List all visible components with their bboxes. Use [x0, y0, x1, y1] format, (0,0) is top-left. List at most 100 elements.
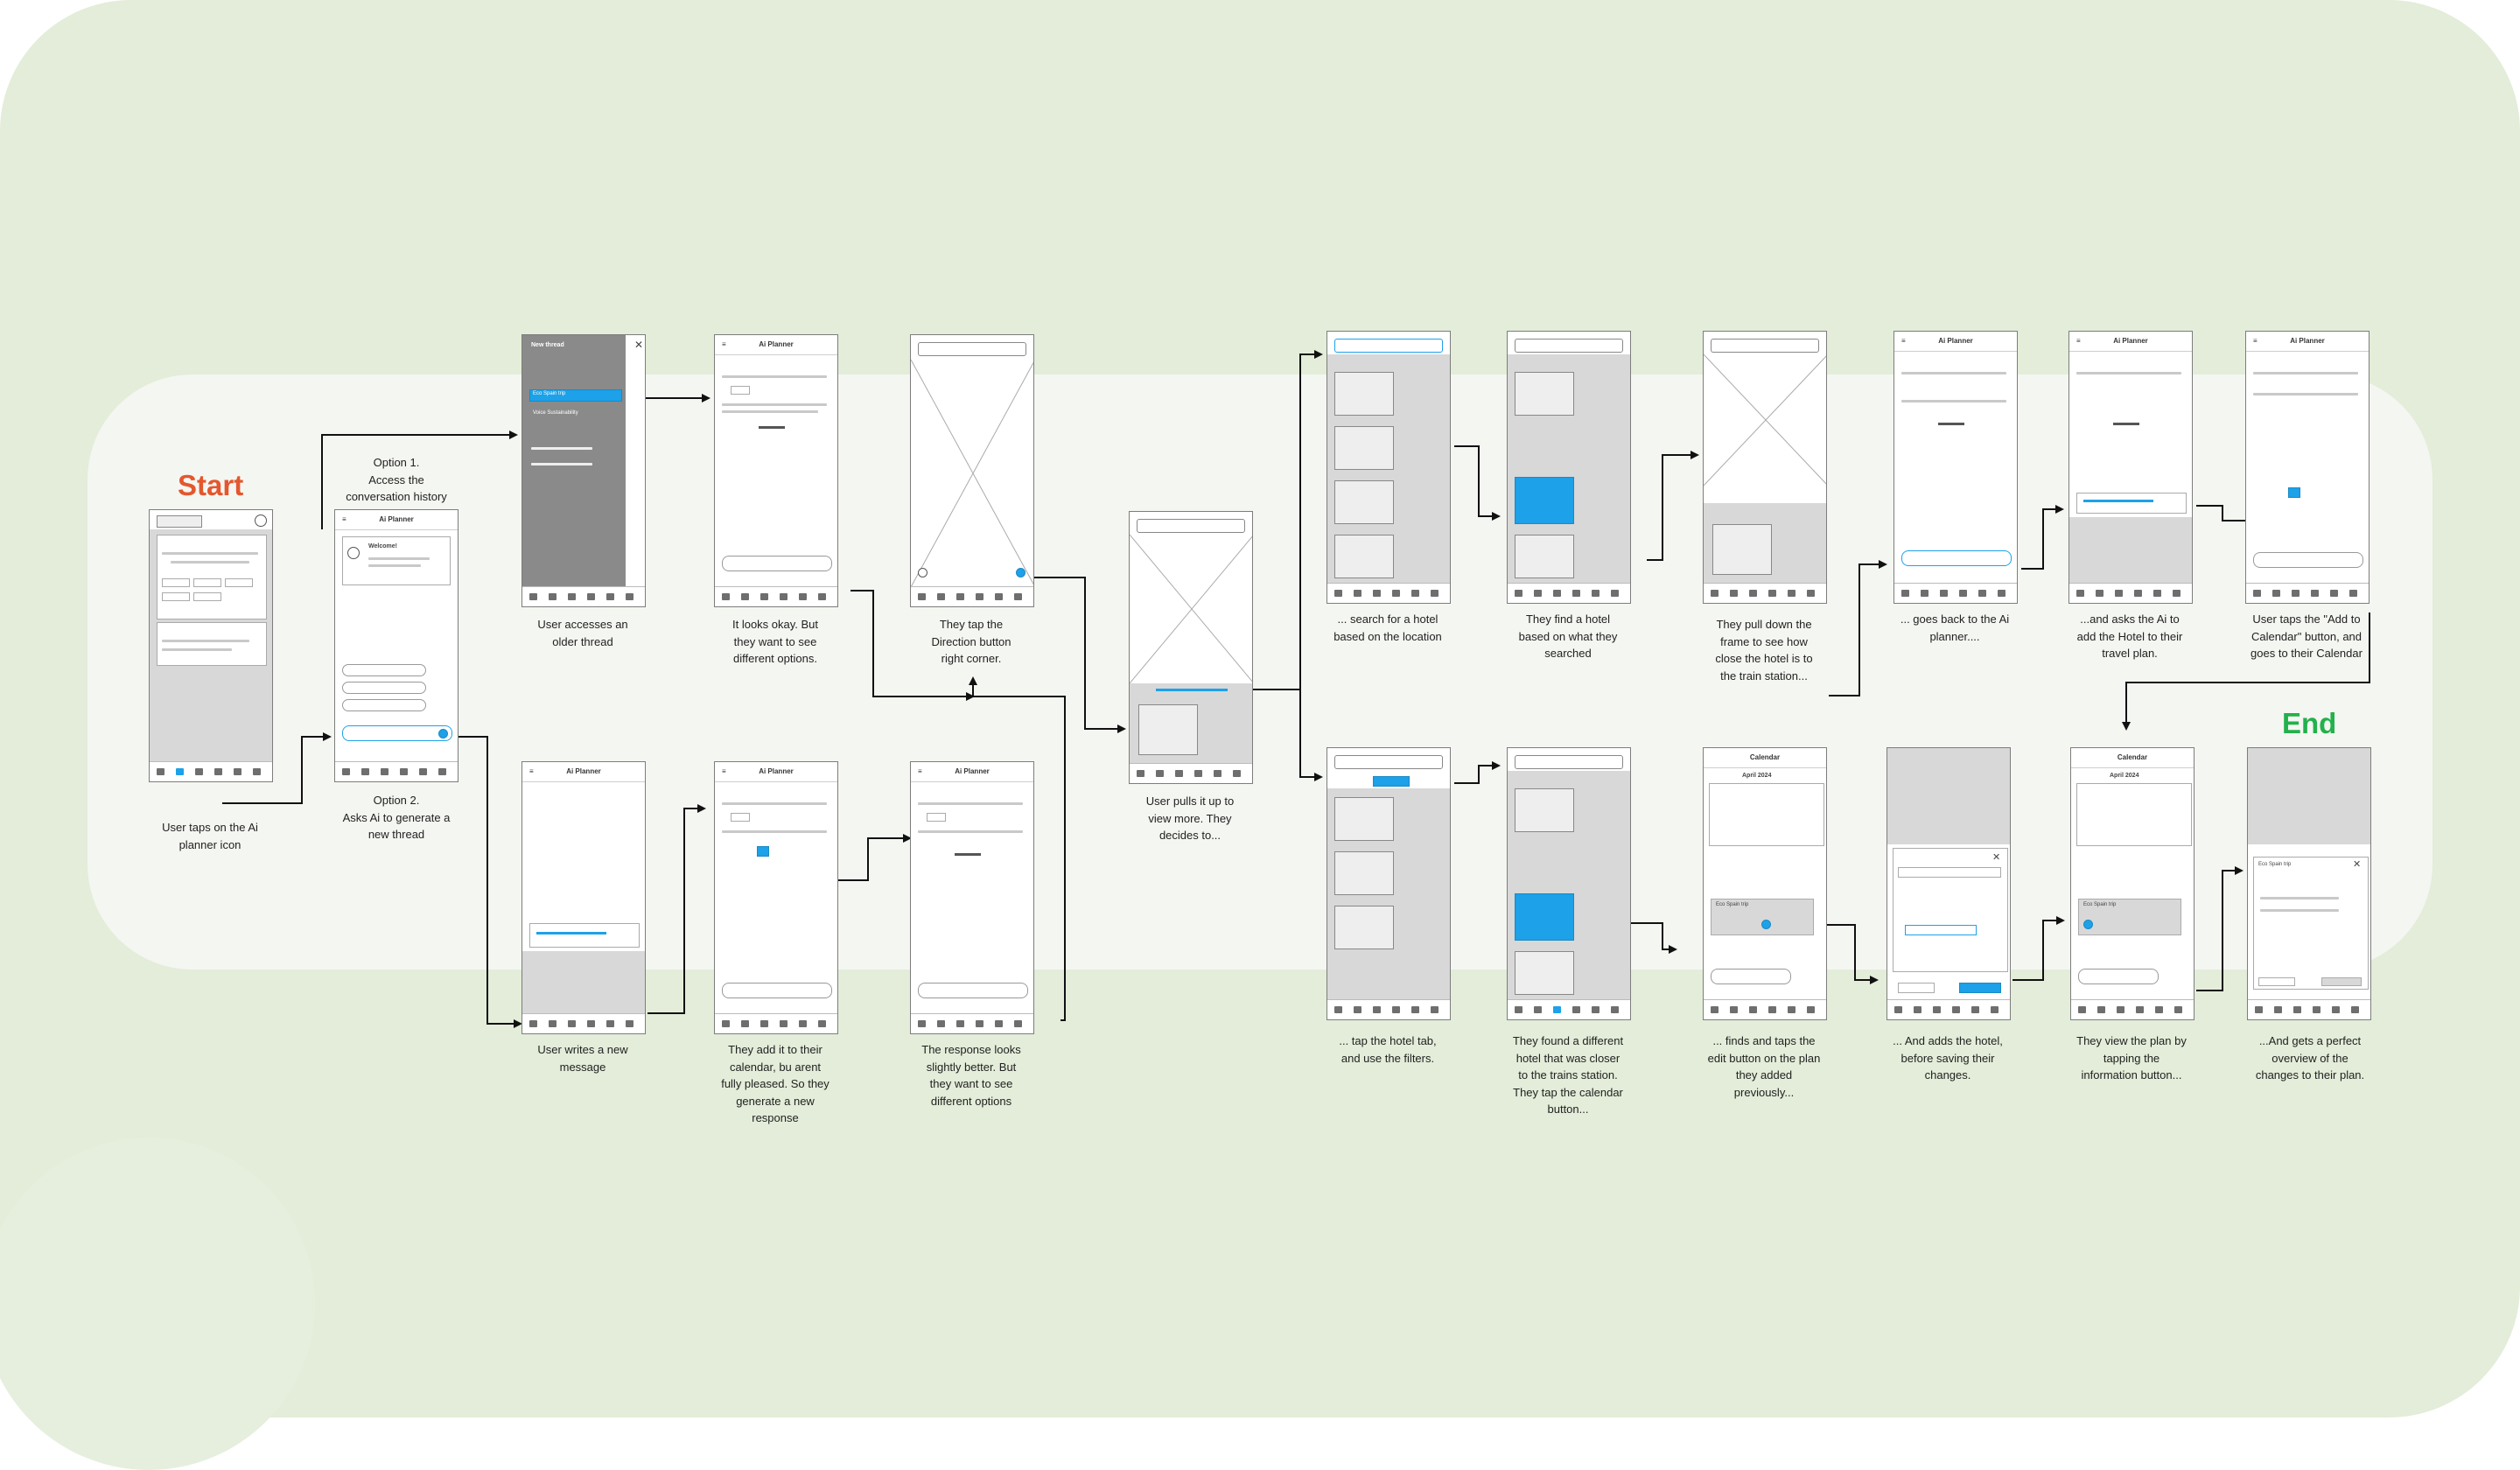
hotel-different-screen: [1507, 747, 1631, 1020]
arrow-filter-to-different: [1454, 761, 1501, 784]
calendar-icon[interactable]: [1553, 1006, 1561, 1013]
caption: They tap the Direction button right corn…: [931, 618, 1012, 665]
start-label: Start: [178, 469, 244, 501]
calendar-month: April 2024: [1742, 773, 1772, 779]
map-icon[interactable]: [253, 768, 261, 775]
thread-item[interactable]: Eco Spain trip: [533, 391, 566, 396]
arrow-pull-to-search: [1250, 350, 1323, 690]
suggestion-chip[interactable]: [342, 699, 426, 711]
list-icon[interactable]: [234, 768, 242, 775]
caption: ... finds and taps the edit button on th…: [1707, 1034, 1821, 1099]
info-icon[interactable]: [2083, 920, 2093, 929]
hotel-image: [1334, 535, 1394, 578]
caption: They find a hotel based on what they sea…: [1518, 612, 1618, 660]
caption: ...and asks the Ai to add the Hotel to t…: [2076, 612, 2183, 660]
arrow-direction-to-pull: [1032, 577, 1126, 733]
arrow-info-to-overview: [2196, 866, 2244, 991]
flow-arrows: [222, 350, 2370, 1028]
bottom-nav: [335, 761, 458, 781]
arrow-response-to-direction: [969, 676, 1066, 1021]
thread-item[interactable]: Voice Sustainability: [533, 410, 578, 416]
keyboard[interactable]: [522, 951, 645, 1016]
home-icon[interactable]: [157, 768, 164, 775]
ai-planner-add-calendar-screen: ≡Ai Planner: [2245, 331, 2370, 604]
hotel-found-screen: [1507, 331, 1631, 604]
search-input[interactable]: [1515, 755, 1623, 769]
image-placeholder: [1138, 704, 1198, 755]
logo-placeholder: [157, 515, 202, 528]
arrow-add-calendar-to-view: [2122, 612, 2370, 731]
arrow-find-to-pull-down: [1647, 451, 1699, 561]
cancel-button[interactable]: [1898, 983, 1935, 993]
home-screen: [149, 509, 273, 782]
arrow-back-to-ask: [2021, 505, 2064, 570]
keyboard[interactable]: [2069, 517, 2192, 585]
search-input[interactable]: [1137, 519, 1245, 533]
caption: User taps on the Ai planner icon: [162, 821, 258, 851]
message-input[interactable]: [722, 556, 832, 571]
caption: ... tap the hotel tab, and use the filte…: [1339, 1034, 1437, 1065]
hotel-search-screen: [1326, 331, 1451, 604]
caption: ... search for a hotel based on the loca…: [1334, 612, 1442, 643]
calendar-edit-screen: ✕: [1886, 747, 2011, 1020]
option1-label: Option 1. Access the conversation histor…: [346, 456, 447, 503]
option2-label: Option 2. Asks Ai to generate a new thre…: [342, 794, 451, 841]
selected-hotel-image[interactable]: [1515, 477, 1574, 524]
event-card[interactable]: [2078, 899, 2181, 935]
caption: ...And gets a perfect overview of the ch…: [2255, 1034, 2365, 1082]
calendar-overview-screen: Eco Spain trip ✕: [2247, 747, 2371, 1020]
direction-button[interactable]: [1016, 568, 1026, 578]
smiley-icon: [347, 547, 360, 559]
hotel-image: [1334, 372, 1394, 416]
send-icon[interactable]: [438, 729, 448, 738]
message-input[interactable]: [342, 725, 452, 741]
calendar-icon[interactable]: [195, 768, 203, 775]
thread-list-screen: New thread ✕ Eco Spain trip Voice Sustai…: [522, 334, 646, 607]
caption: ... goes back to the Ai planner....: [1900, 612, 2010, 643]
map-screen: [910, 334, 1034, 607]
search-input[interactable]: [918, 342, 1026, 356]
action-icons[interactable]: [759, 426, 785, 429]
message-input[interactable]: [1711, 969, 1791, 984]
caption: They add it to their calendar, bu arent …: [721, 1043, 830, 1124]
locate-icon[interactable]: [918, 568, 928, 578]
ai-planner-screen: ≡Ai Planner: [1894, 331, 2018, 604]
arrow-option1: [321, 430, 518, 529]
suggestion-chip[interactable]: [342, 682, 426, 694]
month-grid[interactable]: [2076, 783, 2192, 846]
caption: The response looks slightly better. But …: [921, 1043, 1021, 1108]
new-thread-title[interactable]: New thread: [531, 342, 564, 348]
arrow-pull-to-filter: [1299, 690, 1323, 781]
close-icon[interactable]: ✕: [1992, 852, 2001, 863]
add-to-calendar-button[interactable]: [757, 846, 769, 857]
hotel-tab[interactable]: [1373, 776, 1410, 787]
month-grid[interactable]: [1709, 783, 1824, 846]
search-input[interactable]: [1515, 339, 1623, 353]
message-input[interactable]: [2078, 969, 2159, 984]
close-icon[interactable]: ✕: [634, 339, 644, 351]
welcome-text: Welcome!: [368, 543, 397, 550]
message-input[interactable]: [722, 983, 832, 998]
caption: They found a different hotel that was cl…: [1512, 1034, 1624, 1116]
arrow-different-to-calendar: [1629, 922, 1677, 954]
ai-planner-icon[interactable]: [176, 768, 184, 775]
search-input[interactable]: [1334, 755, 1443, 769]
event-card[interactable]: [1711, 899, 1814, 935]
search-input[interactable]: [1334, 339, 1443, 353]
message-input[interactable]: [918, 983, 1028, 998]
suggestion-chip[interactable]: [342, 664, 426, 676]
selected-hotel-image[interactable]: [1515, 893, 1574, 941]
message-input[interactable]: [1901, 550, 2012, 566]
overview-modal[interactable]: [2253, 857, 2369, 990]
edit-icon[interactable]: [1761, 920, 1771, 929]
add-to-calendar-button[interactable]: [2288, 487, 2300, 498]
camera-icon[interactable]: [214, 768, 222, 775]
save-button[interactable]: [1959, 983, 2001, 993]
ai-planner-ask-screen: ≡Ai Planner: [2068, 331, 2193, 604]
close-icon[interactable]: [255, 514, 267, 527]
search-input[interactable]: [1711, 339, 1819, 353]
close-icon[interactable]: ✕: [2353, 859, 2362, 870]
message-input[interactable]: [2253, 552, 2363, 568]
arrow-pulldown-to-back: [1829, 560, 1887, 696]
